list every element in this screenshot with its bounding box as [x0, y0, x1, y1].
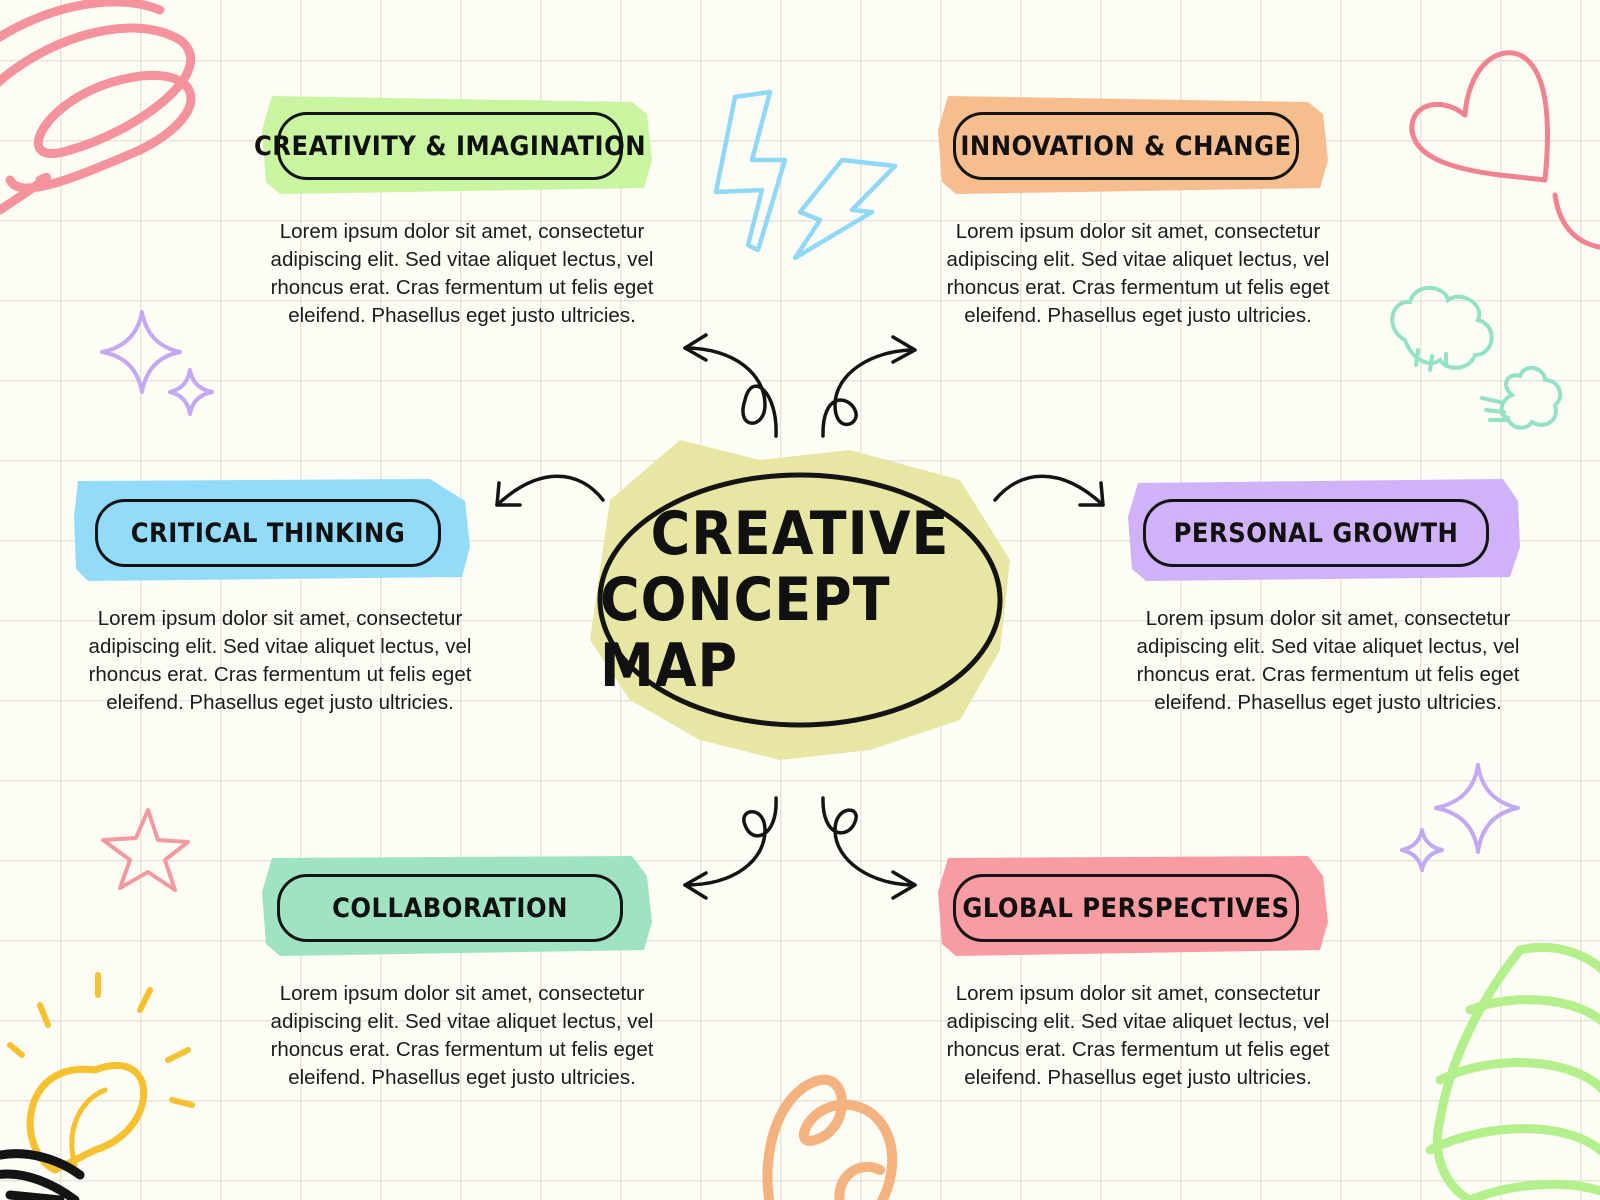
brush-stroke — [1128, 479, 1520, 581]
arrow-to-innovation-change — [821, 335, 917, 438]
node-description: Lorem ipsum dolor sit amet, consectetur … — [88, 607, 472, 714]
node-description: Lorem ipsum dolor sit amet, consectetur … — [270, 220, 654, 327]
heart-icon — [1409, 50, 1600, 250]
pink-scribble-icon — [0, 0, 196, 215]
node-title: GLOBAL PERSPECTIVES — [953, 874, 1299, 942]
node-description: Lorem ipsum dolor sit amet, consectetur … — [946, 220, 1330, 327]
lightning-icon — [713, 89, 898, 261]
node-title: CREATIVITY & IMAGINATION — [254, 112, 646, 180]
arrow-to-creativity-imagination — [683, 333, 778, 438]
lightbulb-icon — [0, 972, 195, 1200]
node-description: Lorem ipsum dolor sit amet, consectetur … — [946, 982, 1330, 1089]
arrow-to-critical-thinking — [495, 474, 605, 507]
node-description: Lorem ipsum dolor sit amet, consectetur … — [270, 982, 654, 1089]
brush-stroke — [262, 856, 652, 956]
brush-stroke — [74, 479, 470, 581]
node-title: COLLABORATION — [277, 874, 623, 942]
center-title-line1: CREATIVE — [650, 499, 950, 569]
brush-stroke — [938, 96, 1328, 194]
node-title: CRITICAL THINKING — [95, 499, 441, 567]
star-icon — [101, 808, 190, 892]
green-scribble-icon — [1425, 942, 1600, 1200]
node-title: INNOVATION & CHANGE — [953, 112, 1299, 180]
cloud-icon — [1390, 285, 1563, 430]
brush-stroke — [262, 96, 652, 194]
arrow-to-collaboration — [683, 796, 778, 900]
orange-swirl-icon — [762, 1074, 898, 1200]
node-description: Lorem ipsum dolor sit amet, consectetur … — [1136, 607, 1520, 714]
node-title: PERSONAL GROWTH — [1143, 499, 1489, 567]
center-title-line2: CONCEPT MAP — [600, 565, 891, 701]
arrow-to-personal-growth — [993, 474, 1105, 507]
arrow-to-global-perspectives — [821, 796, 917, 900]
center-title: CREATIVE CONCEPT MAP — [600, 480, 1000, 720]
brush-stroke — [938, 856, 1328, 956]
